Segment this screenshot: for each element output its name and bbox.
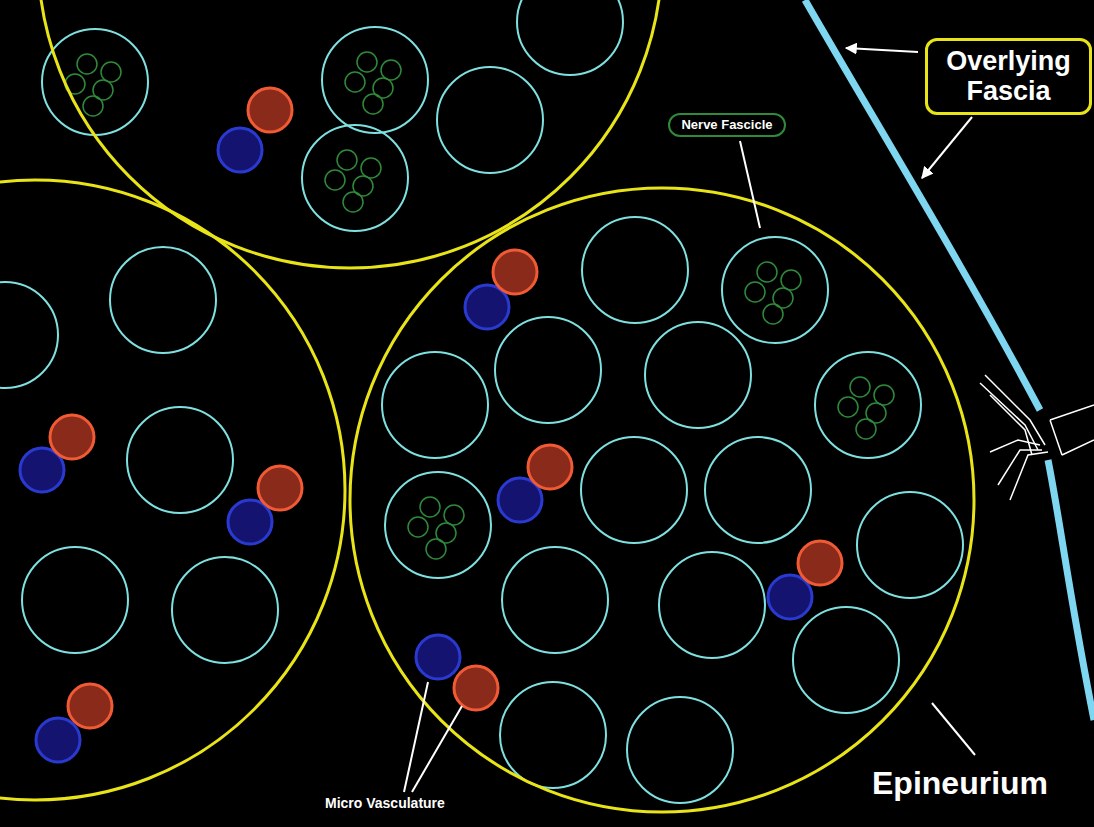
fascicle-circle [302, 125, 408, 231]
axon-circle [361, 158, 381, 178]
axon-circle [757, 262, 777, 282]
axon-circle [763, 304, 783, 324]
fascicle-circle [382, 352, 488, 458]
fascicle-circle [110, 247, 216, 353]
fascicle-circle [645, 322, 751, 428]
axon-circle [101, 62, 121, 82]
axon-circle [381, 60, 401, 80]
fascicle-circle [437, 67, 543, 173]
structure-label: Micro Vasculature [325, 795, 445, 811]
fascia-line [1048, 460, 1094, 720]
epineurium-outline [0, 0, 974, 812]
fascicle-circle [705, 437, 811, 543]
artery-circle [528, 445, 572, 489]
fascicle-circle [172, 557, 278, 663]
artery-circle [798, 541, 842, 585]
axon-circle [343, 192, 363, 212]
axon-circle [345, 72, 365, 92]
artery-circle [454, 666, 498, 710]
axon-circle [745, 282, 765, 302]
vein-circle [218, 128, 262, 172]
artery-circle [258, 466, 302, 510]
fascicle-circle [500, 682, 606, 788]
structure-label: Epineurium [872, 765, 1048, 802]
axon-circle [337, 150, 357, 170]
artery-circle [493, 250, 537, 294]
axon-circle [874, 385, 894, 405]
vein-circle [228, 500, 272, 544]
axon-circle [444, 505, 464, 525]
fascicle-circle [495, 317, 601, 423]
artery-circle [248, 88, 292, 132]
axon-circle [363, 94, 383, 114]
vein-circle [768, 575, 812, 619]
fascicle-circle [22, 547, 128, 653]
callout-text: Overlying Fascia [932, 47, 1085, 106]
leader-line [740, 141, 760, 228]
axon-circle [838, 397, 858, 417]
fascicle-circle [0, 282, 58, 388]
leader-line [412, 706, 462, 792]
leader-arrow [846, 48, 918, 52]
fascicle-circle [42, 29, 148, 135]
fascicle-circle [582, 217, 688, 323]
fascicle-circle [722, 237, 828, 343]
fascicle-circle [857, 492, 963, 598]
fascicle-circle [581, 437, 687, 543]
fascicle-circle [502, 547, 608, 653]
fascicle-circle [517, 0, 623, 75]
leader-line [404, 682, 428, 792]
artery-circle [68, 684, 112, 728]
fascicle-group [0, 0, 963, 803]
fascicle-circle [793, 607, 899, 713]
axon-circle [420, 497, 440, 517]
axon-circle [408, 517, 428, 537]
artery-circle [50, 415, 94, 459]
vein-circle [36, 718, 80, 762]
vein-circle [416, 635, 460, 679]
fascicle-circle [322, 27, 428, 133]
axon-circle [856, 419, 876, 439]
axon-circle [850, 377, 870, 397]
leader-line [932, 703, 975, 755]
axon-circle [83, 96, 103, 116]
fascicle-circle [815, 352, 921, 458]
nerve-branch [980, 375, 1094, 500]
axon-circle [325, 170, 345, 190]
leader-arrow [922, 117, 972, 178]
axon-circle [77, 54, 97, 74]
axon-circle [357, 52, 377, 72]
fascicle-circle [659, 552, 765, 658]
callout-pill: Nerve Fascicle [668, 113, 786, 137]
fascicle-circle [385, 472, 491, 578]
callout-text: Nerve Fascicle [674, 118, 780, 132]
axon-circle [426, 539, 446, 559]
callout-box: Overlying Fascia [925, 38, 1092, 115]
fascicle-circle [627, 697, 733, 803]
fascicle-circle [127, 407, 233, 513]
axon-circle [781, 270, 801, 290]
